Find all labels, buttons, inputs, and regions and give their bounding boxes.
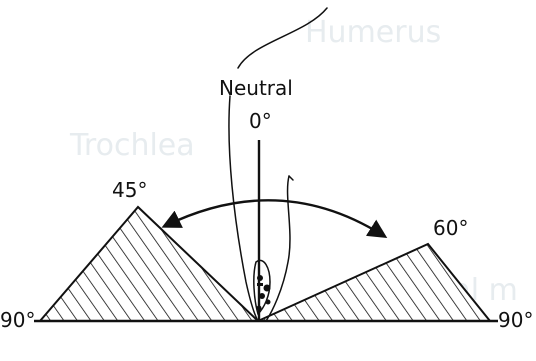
motion-arc-arrow-icon	[161, 199, 388, 239]
limb-outline-icon	[228, 7, 328, 322]
right-arc-angle-label: 60°	[433, 216, 468, 240]
left-arc-angle-label: 45°	[112, 178, 147, 202]
background-label-trochlea: Trochlea	[69, 128, 195, 163]
left-limit-angle-label: 90°	[0, 308, 35, 332]
background-label-humerus: Humerus	[305, 15, 441, 50]
left-range-wedge	[37, 205, 261, 322]
right-limit-angle-label: 90°	[498, 308, 533, 332]
right-range-wedge	[257, 242, 493, 322]
neutral-label: Neutral	[219, 76, 293, 100]
neutral-angle-label: 0°	[249, 109, 272, 133]
